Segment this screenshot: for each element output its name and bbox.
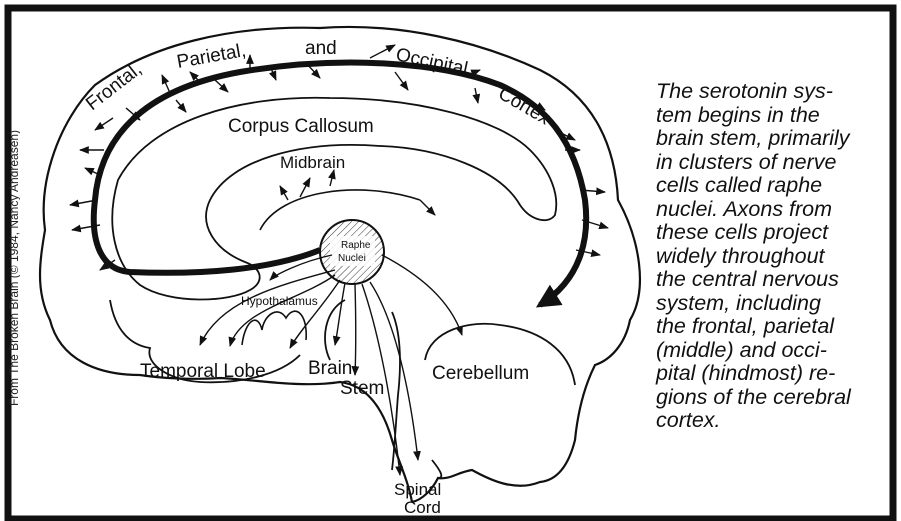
label-raphe: Raphe xyxy=(341,240,371,251)
cerebellum-outline xyxy=(425,324,575,478)
label-brain: Brain xyxy=(308,358,352,379)
caption-line: The serotonin sys- xyxy=(656,80,892,104)
label-corpus-callosum: Corpus Callosum xyxy=(228,116,374,137)
caption-line: gions of the cerebral xyxy=(656,386,892,410)
label-occipital: Occipital xyxy=(394,44,470,80)
caption-line: these cells project xyxy=(656,221,892,245)
raphe-projection-arrows xyxy=(200,170,462,475)
caption-line: cortex. xyxy=(656,409,892,433)
label-stem: Stem xyxy=(340,378,384,399)
label-parietal: Parietal, xyxy=(175,40,247,73)
caption-line: (middle) and occi- xyxy=(656,339,892,363)
label-midbrain: Midbrain xyxy=(280,153,345,172)
label-and: and xyxy=(305,38,337,59)
caption-line: widely throughout xyxy=(656,245,892,269)
caption-line: system, including xyxy=(656,292,892,316)
label-cerebellum: Cerebellum xyxy=(432,363,529,384)
label-spinal: Spinal xyxy=(394,480,441,499)
caption-line: pital (hindmost) re- xyxy=(656,362,892,386)
caption-line: tem begins in the xyxy=(656,104,892,128)
caption-line: the frontal, parietal xyxy=(656,315,892,339)
caption-line: the central nervous xyxy=(656,268,892,292)
figure-caption: The serotonin sys- tem begins in the bra… xyxy=(656,80,892,433)
label-hypothalamus: Hypothalamus xyxy=(241,294,318,308)
caption-line: brain stem, primarily xyxy=(656,127,892,151)
caption-line: in clusters of nerve xyxy=(656,151,892,175)
caption-line: cells called raphe xyxy=(656,174,892,198)
label-cord: Cord xyxy=(404,498,441,517)
hypothalamus-outline xyxy=(242,311,306,345)
label-temporal-lobe: Temporal Lobe xyxy=(140,361,266,382)
label-cortex: Cortex xyxy=(495,83,554,129)
caption-line: nuclei. Axons from xyxy=(656,198,892,222)
label-nuclei: Nuclei xyxy=(338,253,366,264)
figure-credit: From The Broken Brain (© 1984, Nancy And… xyxy=(8,58,20,478)
